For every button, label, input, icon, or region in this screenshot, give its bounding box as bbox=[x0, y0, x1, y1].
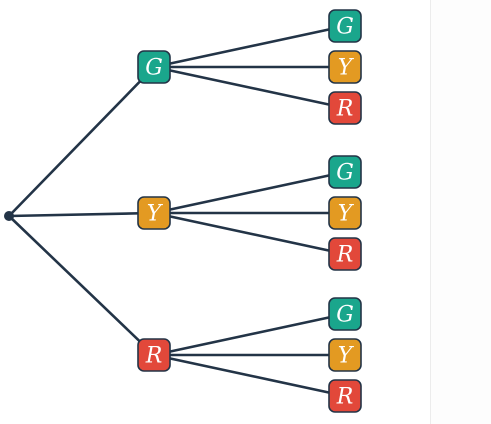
node-box bbox=[328, 50, 362, 84]
leaf-node-R-Y: Y bbox=[328, 338, 362, 372]
node-box bbox=[328, 155, 362, 189]
node-box bbox=[328, 237, 362, 271]
edge-root-to-Y bbox=[7, 211, 156, 218]
node-box bbox=[137, 196, 171, 230]
node-box bbox=[328, 91, 362, 125]
leaf-node-Y-R: R bbox=[328, 237, 362, 271]
edge-root-to-R bbox=[7, 214, 156, 357]
tree-edges bbox=[7, 24, 347, 398]
branch-node-Y: Y bbox=[137, 196, 171, 230]
node-box bbox=[137, 338, 171, 372]
node-label: R bbox=[145, 344, 163, 369]
edge-Y-to-R bbox=[152, 211, 347, 256]
leaf-node-G-G: G bbox=[328, 9, 362, 43]
node-label: Y bbox=[147, 202, 164, 227]
node-label: G bbox=[336, 15, 354, 40]
node-label: G bbox=[336, 161, 354, 186]
node-box bbox=[328, 297, 362, 331]
node-box bbox=[328, 196, 362, 230]
edge-G-to-G bbox=[152, 24, 347, 69]
edge-R-to-R bbox=[152, 353, 347, 398]
edge-R-to-G bbox=[152, 312, 347, 357]
node-box bbox=[328, 379, 362, 413]
side-panel-strip bbox=[430, 0, 491, 424]
node-label: Y bbox=[338, 344, 355, 369]
node-label: R bbox=[336, 243, 354, 268]
node-label: Y bbox=[338, 56, 355, 81]
node-label: Y bbox=[338, 202, 355, 227]
edge-Y-to-G bbox=[152, 170, 347, 215]
node-box bbox=[328, 338, 362, 372]
leaf-node-R-R: R bbox=[328, 379, 362, 413]
node-label: G bbox=[145, 56, 163, 81]
edge-root-to-G bbox=[7, 65, 156, 218]
branch-node-G: G bbox=[137, 50, 171, 84]
edge-G-to-R bbox=[152, 65, 347, 110]
leaf-node-G-Y: Y bbox=[328, 50, 362, 84]
leaf-node-R-G: G bbox=[328, 297, 362, 331]
leaf-node-Y-Y: Y bbox=[328, 196, 362, 230]
leaf-node-G-R: R bbox=[328, 91, 362, 125]
node-label: R bbox=[336, 385, 354, 410]
node-label: R bbox=[336, 97, 354, 122]
node-box bbox=[137, 50, 171, 84]
branch-node-R: R bbox=[137, 338, 171, 372]
node-label: G bbox=[336, 303, 354, 328]
node-box bbox=[328, 9, 362, 43]
root-node bbox=[4, 211, 14, 221]
leaf-node-Y-G: G bbox=[328, 155, 362, 189]
